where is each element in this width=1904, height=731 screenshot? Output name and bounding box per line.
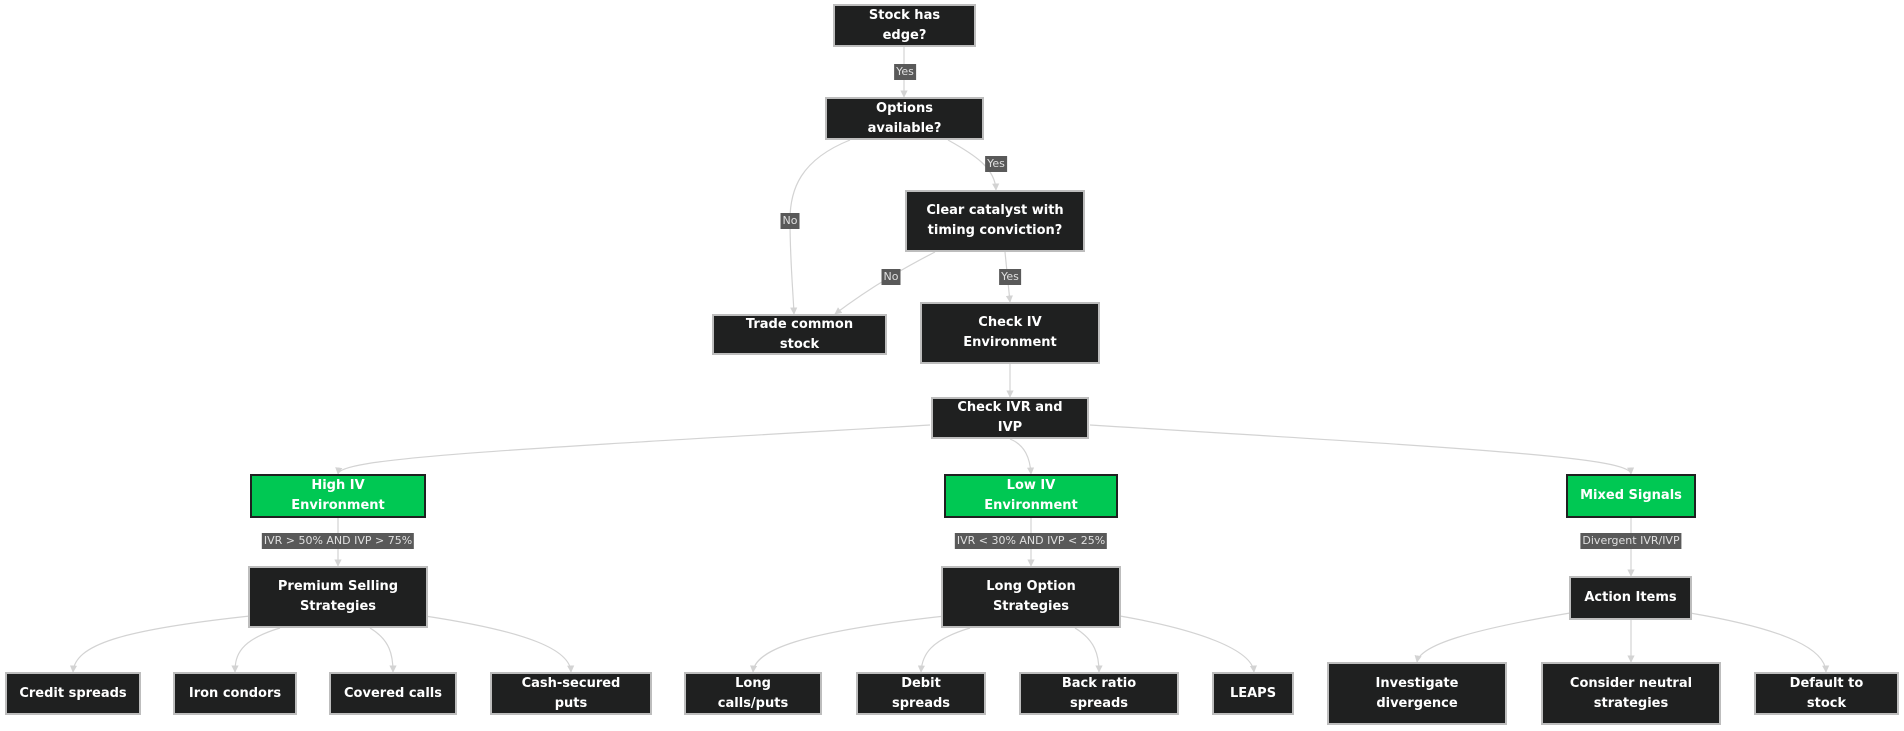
edge-label-yes: Yes bbox=[985, 156, 1007, 172]
node-covered-calls: Covered calls bbox=[329, 672, 457, 715]
edge-label-yes: Yes bbox=[894, 64, 916, 80]
edge-ivr-to-low bbox=[1009, 438, 1035, 475]
edge-catalyst-to-stock bbox=[834, 251, 936, 315]
node-premium-selling-strategies: Premium Selling Strategies bbox=[248, 566, 428, 628]
node-investigate-divergence: Investigate divergence bbox=[1327, 662, 1507, 725]
node-label: Stock has edge? bbox=[868, 7, 941, 43]
node-label: Covered calls bbox=[344, 685, 442, 701]
node-long-option-strategies: Long Option Strategies bbox=[941, 566, 1121, 628]
edge-label-yes: Yes bbox=[999, 269, 1021, 285]
edge-label-high-iv-condition: IVR > 50% AND IVP > 75% bbox=[261, 533, 415, 549]
node-label: Consider neutral strategies bbox=[1569, 675, 1693, 711]
node-default-to-stock: Default to stock bbox=[1754, 672, 1899, 715]
edge-premium-to-credit bbox=[69, 615, 251, 673]
node-label: Credit spreads bbox=[19, 685, 127, 701]
edge-label-no: No bbox=[780, 213, 800, 229]
edge-ivr-to-mixed bbox=[1089, 424, 1635, 475]
node-label: Premium Selling Strategies bbox=[277, 579, 399, 614]
edge-action-to-default bbox=[1689, 612, 1830, 673]
node-label: Clear catalyst with timing conviction? bbox=[926, 203, 1064, 238]
node-trade-common-stock: Trade common stock bbox=[712, 314, 887, 355]
edge-premium-to-iron bbox=[231, 627, 281, 673]
node-iron-condors: Iron condors bbox=[173, 672, 297, 715]
edge-premium-to-covered bbox=[369, 627, 397, 673]
edge-long-to-calls bbox=[750, 615, 946, 673]
edge-options-to-catalyst bbox=[947, 139, 1000, 191]
edge-label-mixed-condition: Divergent IVR/IVP bbox=[1580, 533, 1682, 549]
node-mixed-signals: Mixed Signals bbox=[1566, 474, 1696, 518]
node-label: LEAPS bbox=[1229, 685, 1277, 701]
node-consider-neutral-strategies: Consider neutral strategies bbox=[1541, 662, 1721, 725]
node-long-calls-puts: Long calls/puts bbox=[684, 672, 822, 715]
node-label: Back ratio spreads bbox=[1061, 675, 1137, 711]
node-low-iv-environment: Low IV Environment bbox=[944, 474, 1118, 518]
edge-label-low-iv-condition: IVR < 30% AND IVP < 25% bbox=[954, 533, 1108, 549]
node-label: Long Option Strategies bbox=[986, 579, 1076, 614]
node-label: Check IVR and IVP bbox=[957, 400, 1063, 435]
node-label: Investigate divergence bbox=[1375, 675, 1459, 711]
node-label: Debit spreads bbox=[891, 675, 951, 711]
node-label: Iron condors bbox=[188, 685, 282, 701]
node-credit-spreads: Credit spreads bbox=[5, 672, 141, 715]
node-label: Options available? bbox=[867, 100, 942, 136]
node-check-ivr-ivp: Check IVR and IVP bbox=[931, 397, 1089, 439]
edge-long-to-debit bbox=[917, 627, 971, 673]
node-label: Trade common stock bbox=[745, 316, 854, 352]
node-high-iv-environment: High IV Environment bbox=[250, 474, 426, 518]
edge-long-to-backratio bbox=[1074, 627, 1103, 673]
node-debit-spreads: Debit spreads bbox=[856, 672, 986, 715]
edge-long-to-leaps bbox=[1119, 615, 1257, 673]
node-leaps: LEAPS bbox=[1212, 672, 1294, 715]
edge-ivr-to-high bbox=[335, 424, 931, 475]
edge-action-to-investigate bbox=[1414, 612, 1571, 663]
node-stock-has-edge: Stock has edge? bbox=[833, 4, 976, 47]
node-label: Mixed Signals bbox=[1580, 488, 1682, 503]
node-check-iv-environment: Check IV Environment bbox=[920, 302, 1100, 364]
node-back-ratio-spreads: Back ratio spreads bbox=[1019, 672, 1179, 715]
node-label: Check IV Environment bbox=[963, 315, 1057, 350]
node-label: High IV Environment bbox=[291, 478, 385, 513]
node-clear-catalyst: Clear catalyst with timing conviction? bbox=[905, 190, 1085, 252]
edge-label-no: No bbox=[881, 269, 901, 285]
node-action-items: Action Items bbox=[1569, 576, 1692, 620]
node-label: Cash-secured puts bbox=[521, 675, 621, 711]
node-label: Action Items bbox=[1584, 590, 1677, 605]
node-label: Low IV Environment bbox=[984, 478, 1078, 513]
node-label: Long calls/puts bbox=[717, 675, 789, 711]
node-label: Default to stock bbox=[1789, 675, 1864, 711]
edge-premium-to-cash bbox=[424, 615, 575, 673]
node-cash-secured-puts: Cash-secured puts bbox=[490, 672, 652, 715]
node-options-available: Options available? bbox=[825, 97, 984, 140]
